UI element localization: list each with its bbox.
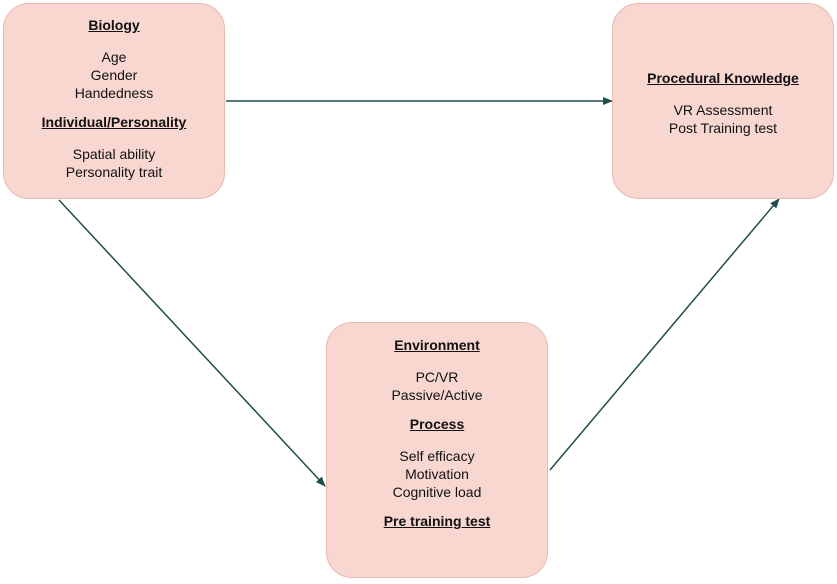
environment-item: PC/VR bbox=[415, 369, 459, 385]
procedural-item: VR Assessment bbox=[673, 102, 773, 118]
biology-box: Biology Age Gender Handedness Individual… bbox=[3, 3, 225, 199]
personality-item: Personality trait bbox=[65, 164, 163, 180]
biology-item: Handedness bbox=[74, 85, 154, 101]
procedural-knowledge-heading: Procedural Knowledge bbox=[647, 70, 799, 86]
procedural-item: Post Training test bbox=[668, 120, 778, 136]
individual-personality-heading: Individual/Personality bbox=[41, 114, 187, 130]
process-item: Self efficacy bbox=[399, 448, 475, 464]
environment-heading: Environment bbox=[394, 337, 480, 353]
environment-box: Environment PC/VR Passive/Active Process… bbox=[326, 322, 548, 578]
biology-heading: Biology bbox=[88, 17, 140, 33]
process-item: Cognitive load bbox=[392, 484, 482, 500]
pre-training-test-heading: Pre training test bbox=[383, 513, 491, 529]
procedural-knowledge-box: Procedural Knowledge VR Assessment Post … bbox=[612, 3, 834, 199]
personality-item: Spatial ability bbox=[72, 146, 156, 162]
process-item: Motivation bbox=[405, 466, 469, 482]
arrow-environment-to-procedural bbox=[549, 198, 780, 471]
biology-item: Age bbox=[101, 49, 127, 65]
process-heading: Process bbox=[409, 416, 465, 432]
arrow-biology-to-environment bbox=[58, 199, 326, 487]
biology-item: Gender bbox=[90, 67, 138, 83]
environment-item: Passive/Active bbox=[391, 387, 483, 403]
